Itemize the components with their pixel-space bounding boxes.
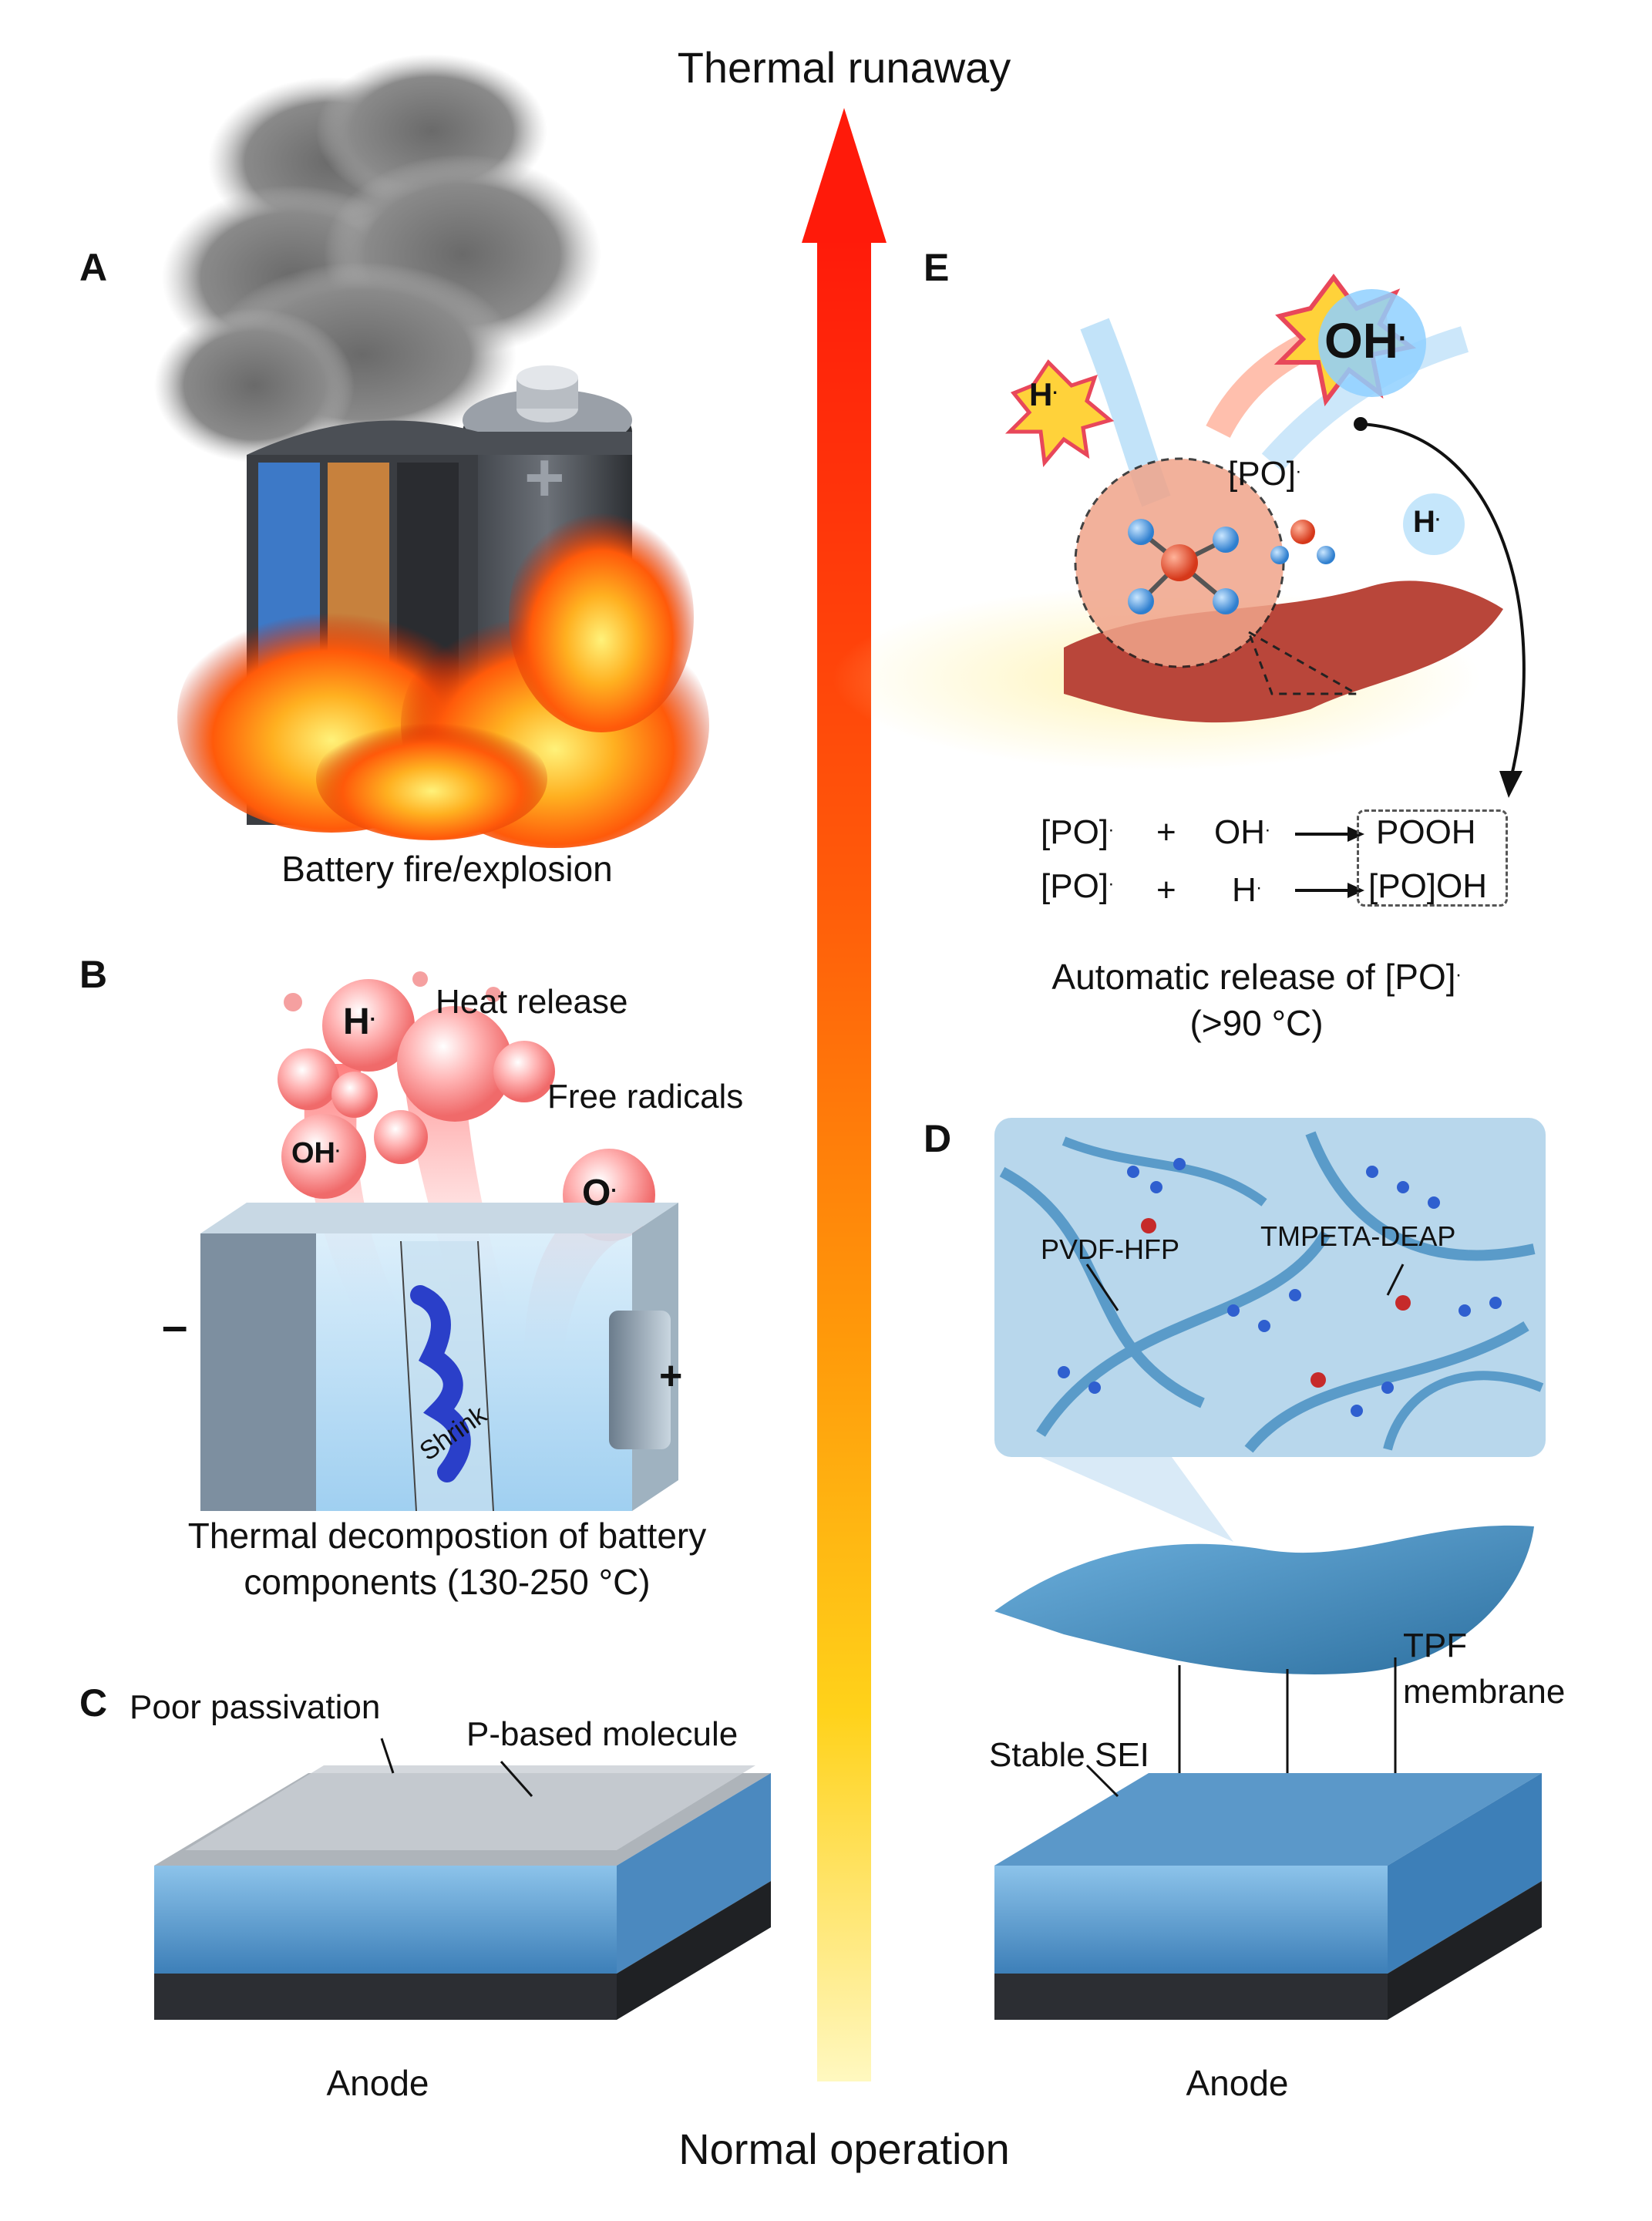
panel-e-caption-line1: Automatic release of [PO]. [1051,957,1462,997]
eq2-product: [PO]OH [1368,867,1488,905]
panel-b-illustration [200,971,678,1512]
oh-radical-big-label: OH. [1324,313,1406,368]
normal-operation-label: Normal operation [678,2125,1010,2173]
stable-sei-label: Stable SEI [989,1736,1149,1774]
panel-c-illustration [154,1765,771,2020]
panel-e-illustration [833,274,1526,898]
thermal-runaway-label: Thermal runaway [677,43,1011,92]
eq1-product: POOH [1376,813,1476,851]
thermal-arrow-shaft [817,235,871,2081]
eq2-plus: + [1156,871,1176,909]
panel-a-letter: A [79,246,108,289]
eq2-reactant-h: H. [1232,871,1262,909]
tpf-label-line1: TPF [1403,1627,1468,1664]
panel-d-anode-label: Anode [1186,2063,1289,2103]
h-radical-right-label: H. [1413,505,1441,539]
p-based-molecule-label: P-based molecule [466,1715,739,1753]
panel-e-caption-line2: (>90 °C) [1189,1003,1324,1043]
panel-a-caption: Battery fire/explosion [281,849,613,889]
panel-d-illustration [994,1118,1546,2020]
panel-c-letter: C [79,1681,108,1725]
thermal-arrow-head [802,108,887,243]
tmpeta-deap-label: TMPETA-DEAP [1260,1220,1456,1252]
leader-pvdf [1085,1264,1119,1311]
leader-tmpeta [1386,1264,1405,1296]
eq1-reactant-oh: OH. [1214,813,1270,851]
poor-passivation-label: Poor passivation [130,1688,381,1726]
heat-release-label: Heat release [436,983,628,1021]
panel-b-caption-line1: Thermal decompostion of battery [187,1516,707,1556]
panel-a-illustration: + [154,54,709,848]
po-radical-label: [PO]. [1228,455,1301,493]
leader-poor-passivation [380,1738,395,1774]
eq1-plus: + [1156,813,1176,851]
panel-e-letter: E [924,246,950,289]
h-radical-left-label: H. [1029,376,1058,412]
oh-radical-label: OH. [291,1137,340,1169]
panel-c-anode-label: Anode [326,2063,429,2103]
positive-terminal-label: + [659,1354,683,1398]
o-radical-label: O. [582,1173,617,1213]
pvdf-hfp-label: PVDF-HFP [1041,1233,1179,1265]
tpf-label-line2: membrane [1403,1673,1566,1711]
panel-b-caption-line2: components (130-250 °C) [244,1562,651,1602]
panel-d-letter: D [924,1117,952,1160]
panel-b-letter: B [79,953,108,996]
eq1-reactant-po: [PO]. [1041,813,1114,851]
free-radicals-label: Free radicals [547,1078,744,1116]
leader-p-based [500,1761,533,1797]
eq2-reactant-po: [PO]. [1041,867,1114,905]
products-box [1357,809,1508,907]
negative-terminal-label: – [162,1300,188,1351]
h-radical-label: H. [343,1001,376,1042]
